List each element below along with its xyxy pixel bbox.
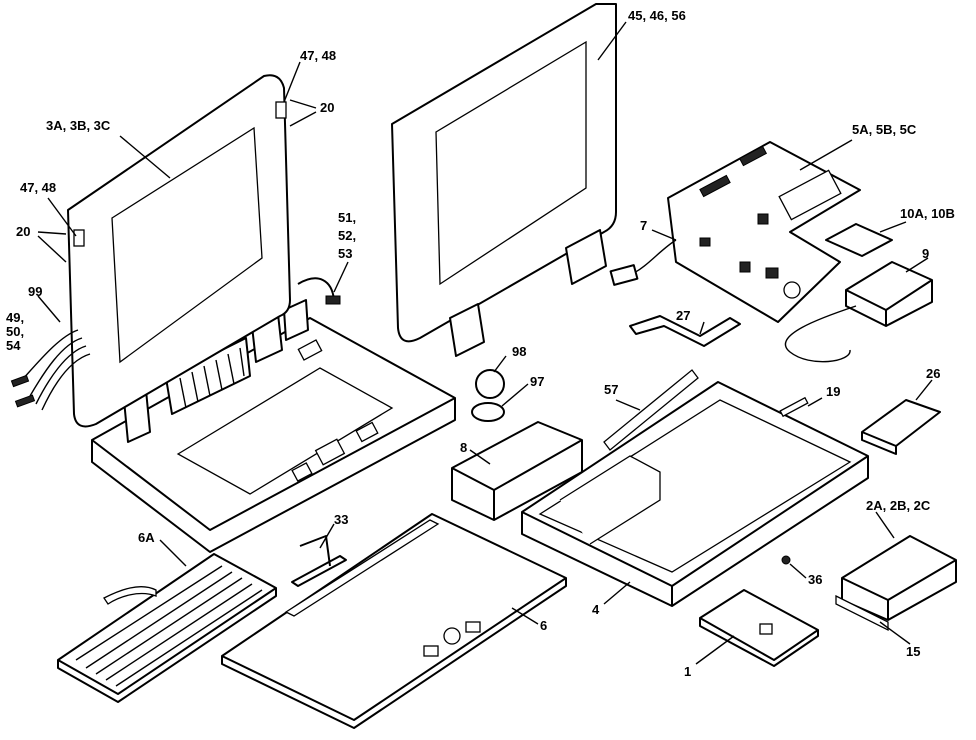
system-board [667,141,861,323]
callout-33: 33 [334,512,348,527]
bottom-case [521,381,869,607]
hard-drive-body [841,535,957,621]
cable-bundle-left [21,329,91,411]
laptop-assembly [10,74,456,553]
callout-20-left: 20 [16,224,30,239]
pc-card-body [699,589,819,667]
callout-98: 98 [512,344,526,359]
lid-latch-left [73,229,85,247]
callout-3abc: 3A, 3B, 3C [46,118,111,133]
trackball-ball [475,369,505,399]
top-cover-button-b [465,621,481,633]
trackball-ring [471,402,505,422]
bracket-19 [779,396,809,418]
connector-left-b [14,394,36,408]
replacement-display [391,3,617,357]
callout-97: 97 [530,374,544,389]
callout-19: 19 [826,384,840,399]
bottom-case-floor [538,399,852,573]
board-display-module [778,169,842,221]
callout-labels: 3A, 3B, 3C 47, 48 20 47, 48 20 49, 50, 5… [6,8,955,679]
ribbon-cable-27 [629,315,741,347]
cable-right [297,277,335,301]
callout-57: 57 [604,382,618,397]
callout-10ab: 10A, 10B [900,206,955,221]
shield-strip-57 [603,369,699,451]
callout-20-top: 20 [320,100,334,115]
top-cover-button-a [423,645,439,657]
callout-5abc: 5A, 5B, 5C [852,122,917,137]
battery-cable [784,305,857,363]
callout-6: 6 [540,618,547,633]
power-led [297,339,323,361]
top-cover-trackball-hole [443,627,461,645]
battery-pack [845,261,933,327]
callout-47-48-left: 47, 48 [20,180,56,195]
callout-54: 54 [6,338,21,353]
hard-drive-tray [835,594,889,632]
display-hinge-left [449,303,485,357]
connector-left-a [10,374,30,388]
keyboard [57,553,277,703]
keyboard-key-rows [75,565,263,687]
screw-36 [781,555,791,565]
callout-53: 53 [338,246,352,261]
drive-bay-wall [559,455,661,545]
top-cover [221,513,567,729]
lid-latch-top [275,101,287,119]
bracket-26 [861,399,941,455]
board-connector-a [699,174,731,198]
trackball-button-center [314,438,346,466]
callout-4: 4 [592,602,600,617]
pc-card-chip [759,623,773,635]
top-cover-ridge [284,519,440,617]
board-chip-d [699,237,711,247]
trackball-button-left [291,462,313,482]
top-cover-outline [221,513,567,729]
callout-50: 50, [6,324,24,339]
callout-15: 15 [906,644,920,659]
board-chip-b [739,261,751,273]
callout-45-46-56: 45, 46, 56 [628,8,686,23]
laptop-keyboard-well [176,367,394,495]
memory-module [825,223,893,257]
callout-2abc: 2A, 2B, 2C [866,498,931,513]
hard-drive [835,535,957,632]
callout-7: 7 [640,218,647,233]
modem-connector [609,264,639,286]
callout-9: 9 [922,246,929,261]
pc-card-module [699,589,819,667]
callout-27: 27 [676,308,690,323]
ribbon-33 [291,535,347,587]
hinge-ribs [179,347,245,409]
callout-8: 8 [460,440,467,455]
callout-1: 1 [684,664,691,679]
callout-26: 26 [926,366,940,381]
board-chip-a [757,213,769,225]
leader-lines [37,21,933,665]
display-screen [435,40,587,286]
callout-49: 49, [6,310,24,325]
connector-right [325,295,341,305]
board-battery [783,281,801,299]
callout-99: 99 [28,284,42,299]
callout-51: 51, [338,210,356,225]
system-board-outline [667,141,861,323]
laptop-display-panel [111,126,263,364]
callout-47-48-top: 47, 48 [300,48,336,63]
board-connector-b [738,145,768,167]
hinge-block-right [283,299,309,341]
keyboard-flex-cable [103,586,157,605]
modem-cable [631,239,677,275]
trackball-button-right [355,421,379,443]
callout-6a: 6A [138,530,155,545]
board-chip-c [765,267,779,279]
callout-52: 52, [338,228,356,243]
callout-36: 36 [808,572,822,587]
display-hinge-right [565,229,607,285]
